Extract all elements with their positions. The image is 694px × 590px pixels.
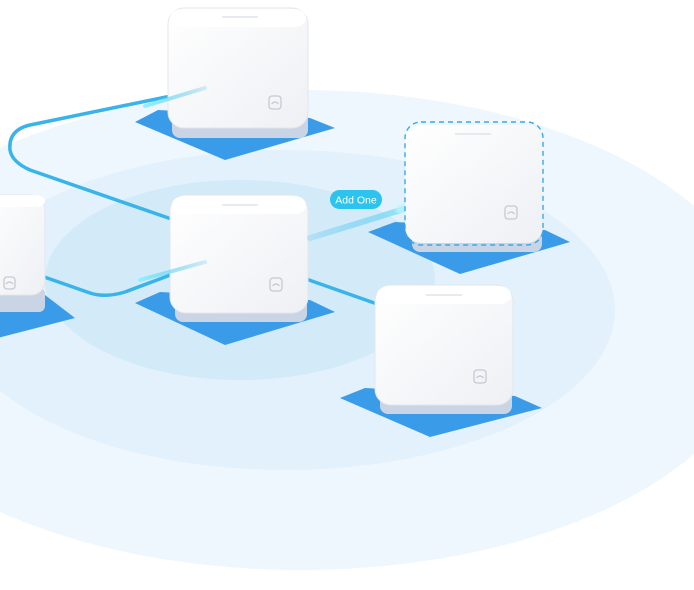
mesh-unit-top — [135, 7, 335, 160]
unit-new-logo-icon — [504, 205, 518, 220]
unit-new-body — [405, 125, 543, 243]
add-one-badge-bg — [330, 190, 382, 209]
beam-top — [143, 86, 207, 108]
unit-top-logo-icon — [268, 95, 282, 110]
mesh-unit-center — [135, 194, 335, 345]
cable-left-to-center — [8, 260, 207, 297]
add-one-label: Add One — [335, 195, 377, 207]
unit-right-bottom-body — [374, 284, 514, 406]
unit-left-body — [0, 194, 46, 296]
mesh-unit-right-bottom — [340, 284, 542, 437]
unit-left-cap — [0, 195, 45, 207]
unit-top-body — [167, 7, 309, 129]
unit-right-bottom-logo-icon — [473, 369, 487, 384]
add-one-badge[interactable]: Add One — [330, 190, 382, 209]
unit-center-logo-icon — [269, 277, 283, 292]
unit-center-body — [169, 194, 309, 314]
mesh-unit-new — [368, 121, 570, 274]
coverage-area — [0, 90, 694, 570]
mesh-unit-left — [0, 194, 75, 338]
unit-new-dashed-outline — [404, 121, 544, 246]
beam-center-left — [138, 260, 207, 282]
unit-top-cap — [170, 9, 306, 27]
cable-top-to-center — [8, 88, 202, 224]
unit-left-logo-icon — [3, 276, 16, 290]
